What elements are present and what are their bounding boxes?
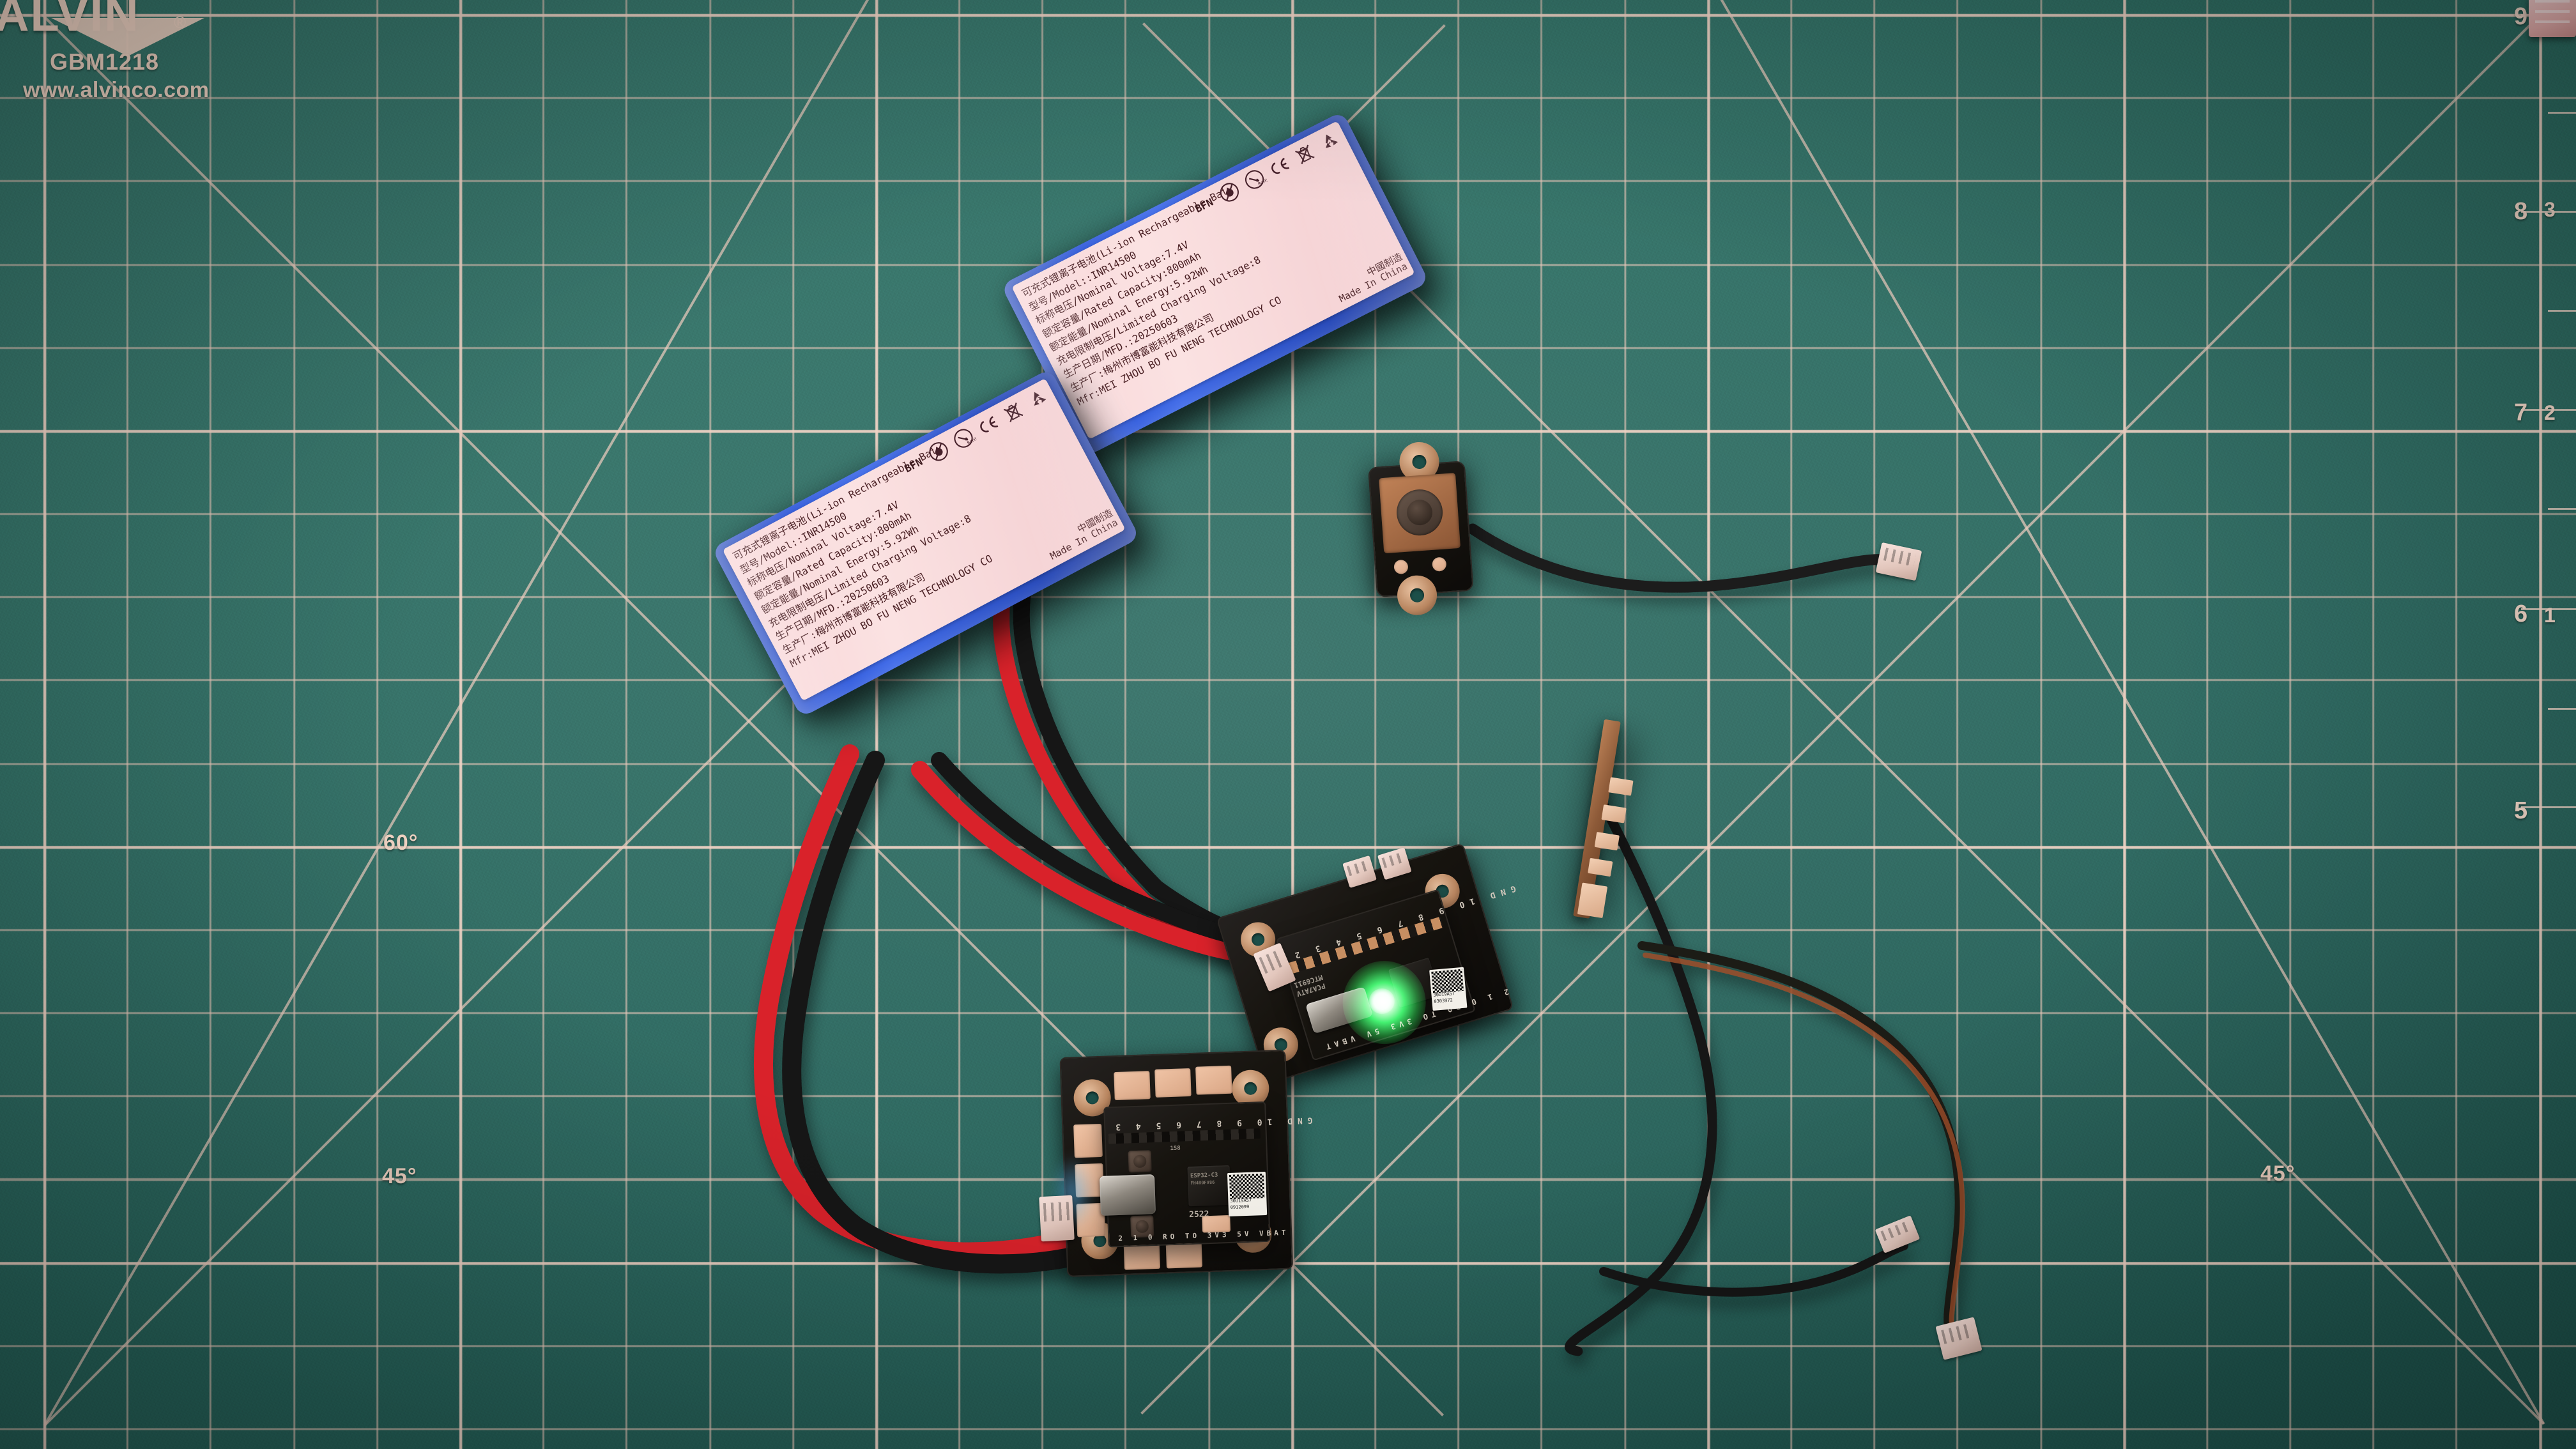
battery-lower-origin: 中國制造 Made In China — [1043, 507, 1120, 562]
board-green-qr-code-2: 0303972 — [1434, 997, 1453, 1004]
mat-brand-block: ALVIN ® GBM1218 www.alvinco.com — [0, 0, 209, 102]
button-solder-pad — [1393, 559, 1409, 575]
ruler-tick — [2521, 211, 2576, 213]
mat-angle-label-45-right: 45° — [2260, 1162, 2296, 1186]
ruler-tick — [2548, 708, 2576, 710]
board-lower-pad-top — [1154, 1068, 1192, 1098]
button-solder-pad — [1432, 556, 1447, 572]
button-mount-hole-bottom — [1395, 574, 1439, 617]
batt-line-charge-voltage: 充电限制电压/Limited Charging Voltage:8.40V — [1054, 253, 1263, 367]
batt-line-energy: 额定能量/Nominal Energy:5.92Wh — [759, 523, 921, 617]
ruler-cm-3: 3 — [2544, 198, 2556, 221]
ruler-inch-7: 7 — [2514, 399, 2528, 426]
rohs-icon: RoHS — [1240, 165, 1269, 194]
ruler-tick — [2521, 409, 2576, 411]
rohs-icon: RoHS — [949, 424, 978, 453]
batt-line-charge-voltage: 充电限制电压/Limited Charging Voltage:8.40V — [766, 512, 973, 630]
board-lower-qr-code-2: 0912099 — [1230, 1204, 1250, 1210]
alvin-logo: ALVIN ® — [0, 0, 204, 56]
board-green-qr-code-1: 30U19A57 — [1433, 990, 1455, 998]
board-lower-esp32-chip — [1187, 1165, 1231, 1207]
board-lower-chip-sublabel: FH4R0FV86 — [1190, 1179, 1215, 1186]
weee-crossed-bin-icon — [1290, 139, 1319, 169]
batt-line-mfd: 生产日期/MFD.:20250603 — [1061, 312, 1180, 381]
corner-connector-object — [2529, 0, 2576, 37]
ruler-tick — [2548, 112, 2576, 114]
recycle-icon — [1315, 126, 1344, 156]
button-pcb — [1367, 440, 1474, 617]
board-lower-power-jst[interactable] — [1039, 1195, 1075, 1242]
weee-crossed-bin-icon — [999, 397, 1028, 427]
board-lower-qr-code-1: 30U19A57 — [1230, 1197, 1252, 1204]
mat-angle-label-45-left: 45° — [382, 1164, 417, 1188]
ce-mark — [1265, 152, 1294, 181]
no-fire-icon — [924, 437, 953, 466]
mat-website-url: www.alvinco.com — [23, 78, 210, 102]
ruler-tick — [2548, 310, 2576, 312]
board-lower[interactable]: GND 10 9 8 7 6 5 4 3 ESP32-C3 FH4R0FV86 … — [1048, 1043, 1324, 1308]
board-lower-crystal — [1202, 1215, 1231, 1233]
board-lower-qr-pattern — [1229, 1174, 1265, 1199]
mat-angle-label-60: 60° — [383, 831, 418, 855]
board-lower-pad-left — [1073, 1123, 1103, 1158]
ruler-inch-6: 6 — [2514, 601, 2528, 627]
ruler-cm-2: 2 — [2544, 401, 2556, 424]
board-green-qr-pattern — [1431, 969, 1464, 993]
recycle-icon — [1023, 384, 1053, 413]
board-green-silk-top-row: GND 10 9 8 7 6 5 4 3 2 — [1288, 883, 1517, 962]
board-lower-rst-button[interactable] — [1128, 1150, 1152, 1173]
tactile-button-breakout[interactable] — [1361, 440, 1482, 617]
mat-model-number: GBM1218 — [50, 49, 160, 75]
board-lower-pad-top — [1195, 1065, 1232, 1095]
batt-line-capacity: 额定容量/Rated Capacity:800mAh — [1040, 249, 1204, 341]
board-green-qr-sticker: 30U19A57 0303972 — [1429, 967, 1468, 1011]
batt-line-capacity: 额定容量/Rated Capacity:800mAh — [752, 509, 914, 603]
board-lower-usbc-port[interactable] — [1099, 1174, 1156, 1216]
batt-line-energy: 额定能量/Nominal Energy:5.92Wh — [1047, 263, 1210, 354]
svg-text:BFN: BFN — [1193, 196, 1215, 215]
board-lower-silk-158: 158 — [1170, 1145, 1181, 1153]
board-lower-module: GND 10 9 8 7 6 5 4 3 ESP32-C3 FH4R0FV86 … — [1099, 1101, 1313, 1248]
board-lower-silk-top-row: GND 10 9 8 7 6 5 4 3 — [1110, 1115, 1313, 1132]
ruler-tick — [2548, 508, 2576, 510]
svg-text:RoHS: RoHS — [966, 436, 978, 446]
bfn-brand-icon: BFN — [899, 450, 928, 479]
svg-text:BFN: BFN — [903, 456, 925, 475]
registered-trademark-icon: ® — [174, 13, 187, 32]
board-lower-carrier: GND 10 9 8 7 6 5 4 3 ESP32-C3 FH4R0FV86 … — [1048, 1049, 1313, 1277]
bfn-brand-icon: BFN — [1190, 190, 1219, 220]
origin-cn: 中國制造 — [1075, 507, 1115, 535]
board-lower-pad-top — [1114, 1071, 1151, 1101]
board-lower-qr-sticker: 30U19A57 0912099 — [1227, 1171, 1268, 1217]
ruler-inch-9: 9 — [2514, 3, 2528, 30]
ruler-tick — [2521, 806, 2576, 808]
origin-cn: 中國制造 — [1365, 250, 1404, 279]
batt-line-mfd: 生产日期/MFD.:20250603 — [773, 572, 892, 643]
ce-mark — [974, 410, 1003, 440]
board-lower-chip-label: ESP32-C3 — [1190, 1172, 1218, 1180]
svg-text:RoHS: RoHS — [1257, 177, 1269, 187]
ruler-inch-5: 5 — [2514, 797, 2528, 824]
battery-upper-origin: 中國制造 Made In China — [1332, 250, 1409, 305]
ruler-cm-1: 1 — [2544, 604, 2556, 627]
no-fire-icon — [1215, 178, 1244, 207]
ruler-tick — [2521, 608, 2576, 610]
strip-component-large — [1577, 882, 1608, 919]
